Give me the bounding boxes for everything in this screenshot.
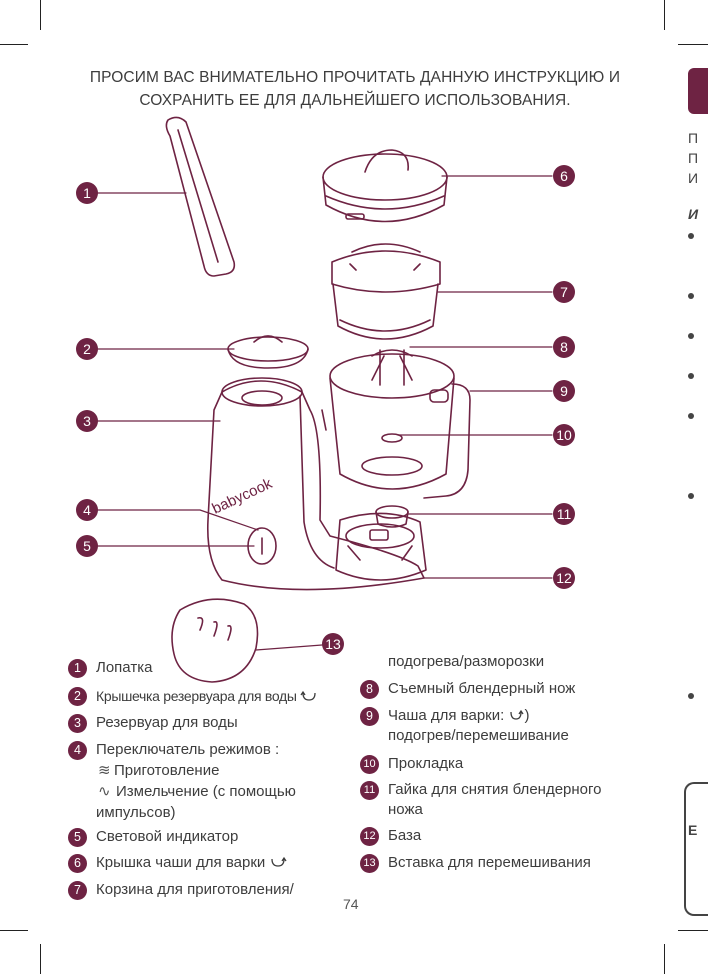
- steam-basket-illustration: [332, 244, 440, 339]
- legend-label: Световой индикатор: [96, 827, 238, 847]
- side-page-letter: П: [688, 130, 698, 146]
- legend-badge: 1: [68, 659, 87, 678]
- legend-item-11-line2: ножа: [388, 800, 423, 820]
- legend-label: Лопатка: [96, 658, 152, 678]
- legend-badge: 11: [360, 781, 379, 800]
- callout-7: 7: [553, 281, 575, 303]
- legend-badge: 12: [360, 827, 379, 846]
- spatula-illustration: [166, 117, 234, 276]
- side-bullet: [688, 333, 694, 339]
- callout-2: 2: [76, 338, 98, 360]
- mixing-insert-illustration: [172, 599, 258, 682]
- legend-item-4-mode-steam: ≋Приготовление: [98, 761, 219, 781]
- legend-badge: 6: [68, 854, 87, 873]
- side-bullet: [688, 233, 694, 239]
- steaming-bowl-illustration: [330, 350, 470, 498]
- legend-badge: 8: [360, 680, 379, 699]
- legend-label: Вставка для перемешивания: [388, 853, 591, 873]
- legend-label: Гайка для снятия блендерного: [388, 780, 602, 800]
- legend-item-4-mode-blend: ∿Измельчение (с помощью: [98, 782, 296, 802]
- legend-badge: 5: [68, 828, 87, 847]
- side-bullet: [688, 493, 694, 499]
- page-number: 74: [343, 896, 359, 912]
- side-bullet: [688, 693, 694, 699]
- legend-label: Корзина для приготовления/: [96, 880, 294, 900]
- side-page-heading: И: [688, 206, 698, 222]
- legend-label: Крышка чаши для варки: [96, 853, 287, 873]
- legend-item-7-continued: подогрева/разморозки: [388, 652, 544, 672]
- callout-5: 5: [76, 535, 98, 557]
- main-body-illustration: [208, 378, 424, 590]
- side-bullet: [688, 293, 694, 299]
- basket-lid-illustration: [323, 150, 447, 222]
- rotate-close-icon: [269, 856, 287, 868]
- callout-10: 10: [553, 424, 575, 446]
- callout-3: 3: [76, 410, 98, 432]
- callout-lines: [96, 176, 552, 650]
- steam-icon: ≋: [98, 761, 114, 781]
- legend-label: Переключатель режимов :: [96, 740, 279, 760]
- legend-badge: 3: [68, 714, 87, 733]
- legend-badge: 4: [68, 741, 87, 760]
- callout-12: 12: [553, 567, 575, 589]
- legend-label: Съемный блендерный нож: [388, 679, 575, 699]
- legend-label: Крышечка резервуара для воды: [96, 686, 318, 706]
- base-illustration: [336, 513, 426, 580]
- callout-4: 4: [76, 499, 98, 521]
- legend-label: Прокладка: [388, 754, 463, 774]
- side-page-header-bar: [688, 68, 708, 114]
- rotate-lock-icon: [508, 709, 524, 721]
- side-bullet: [688, 413, 694, 419]
- side-page-tab: [684, 782, 708, 916]
- callout-1: 1: [76, 182, 98, 204]
- blend-icon: ∿: [98, 782, 116, 802]
- legend-label: Чаша для варки: ): [388, 706, 529, 726]
- legend-badge: 2: [68, 687, 87, 706]
- callout-8: 8: [553, 336, 575, 358]
- callout-6: 6: [553, 165, 575, 187]
- side-page-letter: И: [688, 170, 698, 186]
- brand-logo: babycook: [210, 475, 276, 518]
- side-bullet: [688, 373, 694, 379]
- legend-item-4-line4: импульсов): [96, 803, 176, 823]
- reservoir-lid-illustration: [228, 336, 308, 368]
- callout-13: 13: [322, 633, 344, 655]
- legend-badge: 7: [68, 881, 87, 900]
- callout-9: 9: [553, 380, 575, 402]
- legend-label: База: [388, 826, 421, 846]
- side-tab-letter: E: [688, 822, 697, 838]
- rotate-open-icon: [300, 690, 318, 702]
- legend-badge: 9: [360, 707, 379, 726]
- side-page-letter: П: [688, 150, 698, 166]
- legend-badge: 10: [360, 755, 379, 774]
- legend-label: Резервуар для воды: [96, 713, 238, 733]
- callout-11: 11: [553, 503, 575, 525]
- legend-item-9-line2: подогрев/перемешивание: [388, 726, 569, 746]
- legend-badge: 13: [360, 854, 379, 873]
